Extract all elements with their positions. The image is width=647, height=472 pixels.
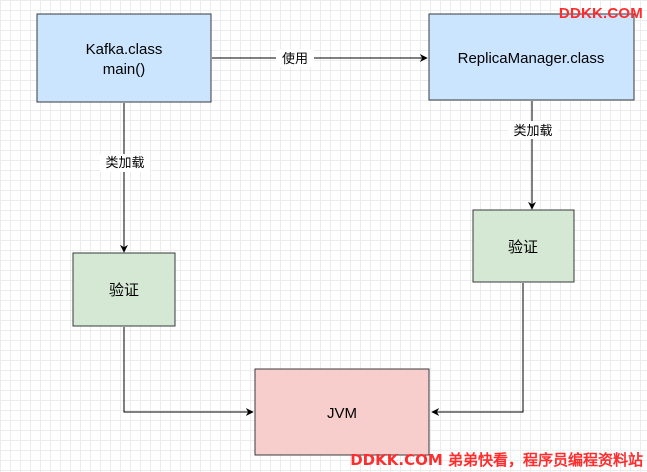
watermark-bottom: DDKK.COM 弟弟快看，程序员编程资料站 (350, 451, 643, 469)
node-replica-manager-label: ReplicaManager.class (458, 50, 605, 67)
node-jvm: JVM (254, 368, 430, 456)
edge-use-label: 使用 (282, 51, 308, 67)
node-jvm-box (254, 368, 430, 456)
node-verify-right: 验证 (472, 209, 575, 283)
node-kafka-class: Kafka.class main() (36, 13, 212, 103)
node-verify-left-label: 验证 (109, 282, 139, 299)
edge-load-left-label-bg (100, 154, 150, 172)
edge-verify-left-to-jvm (123, 327, 254, 416)
node-kafka-class-line1: Kafka.class (86, 41, 163, 58)
edge-use-label-bg (276, 49, 314, 67)
edge-verify-right-to-jvm-line (431, 283, 524, 416)
edge-verify-left-to-jvm-line (123, 327, 254, 416)
edge-load-right-label-bg (508, 121, 558, 139)
edge-load-right-label: 类加载 (513, 124, 552, 139)
node-verify-right-label: 验证 (508, 239, 538, 256)
edge-load-left-label: 类加载 (105, 156, 144, 171)
node-replica-manager: ReplicaManager.class (428, 13, 635, 101)
watermark-top: DDKK.COM (558, 5, 643, 22)
node-jvm-label: JVM (327, 405, 357, 422)
node-verify-left: 验证 (72, 252, 176, 327)
node-verify-right-box (472, 209, 575, 283)
edge-load-left: 类加载 (100, 103, 150, 253)
edge-use: 使用 (212, 49, 428, 67)
edge-load-right: 类加载 (508, 101, 558, 210)
node-kafka-class-line2: main() (103, 61, 146, 78)
edge-verify-right-to-jvm (431, 283, 524, 416)
node-kafka-class-box (36, 13, 212, 103)
node-replica-manager-box (428, 13, 635, 101)
node-verify-left-box (72, 252, 176, 327)
